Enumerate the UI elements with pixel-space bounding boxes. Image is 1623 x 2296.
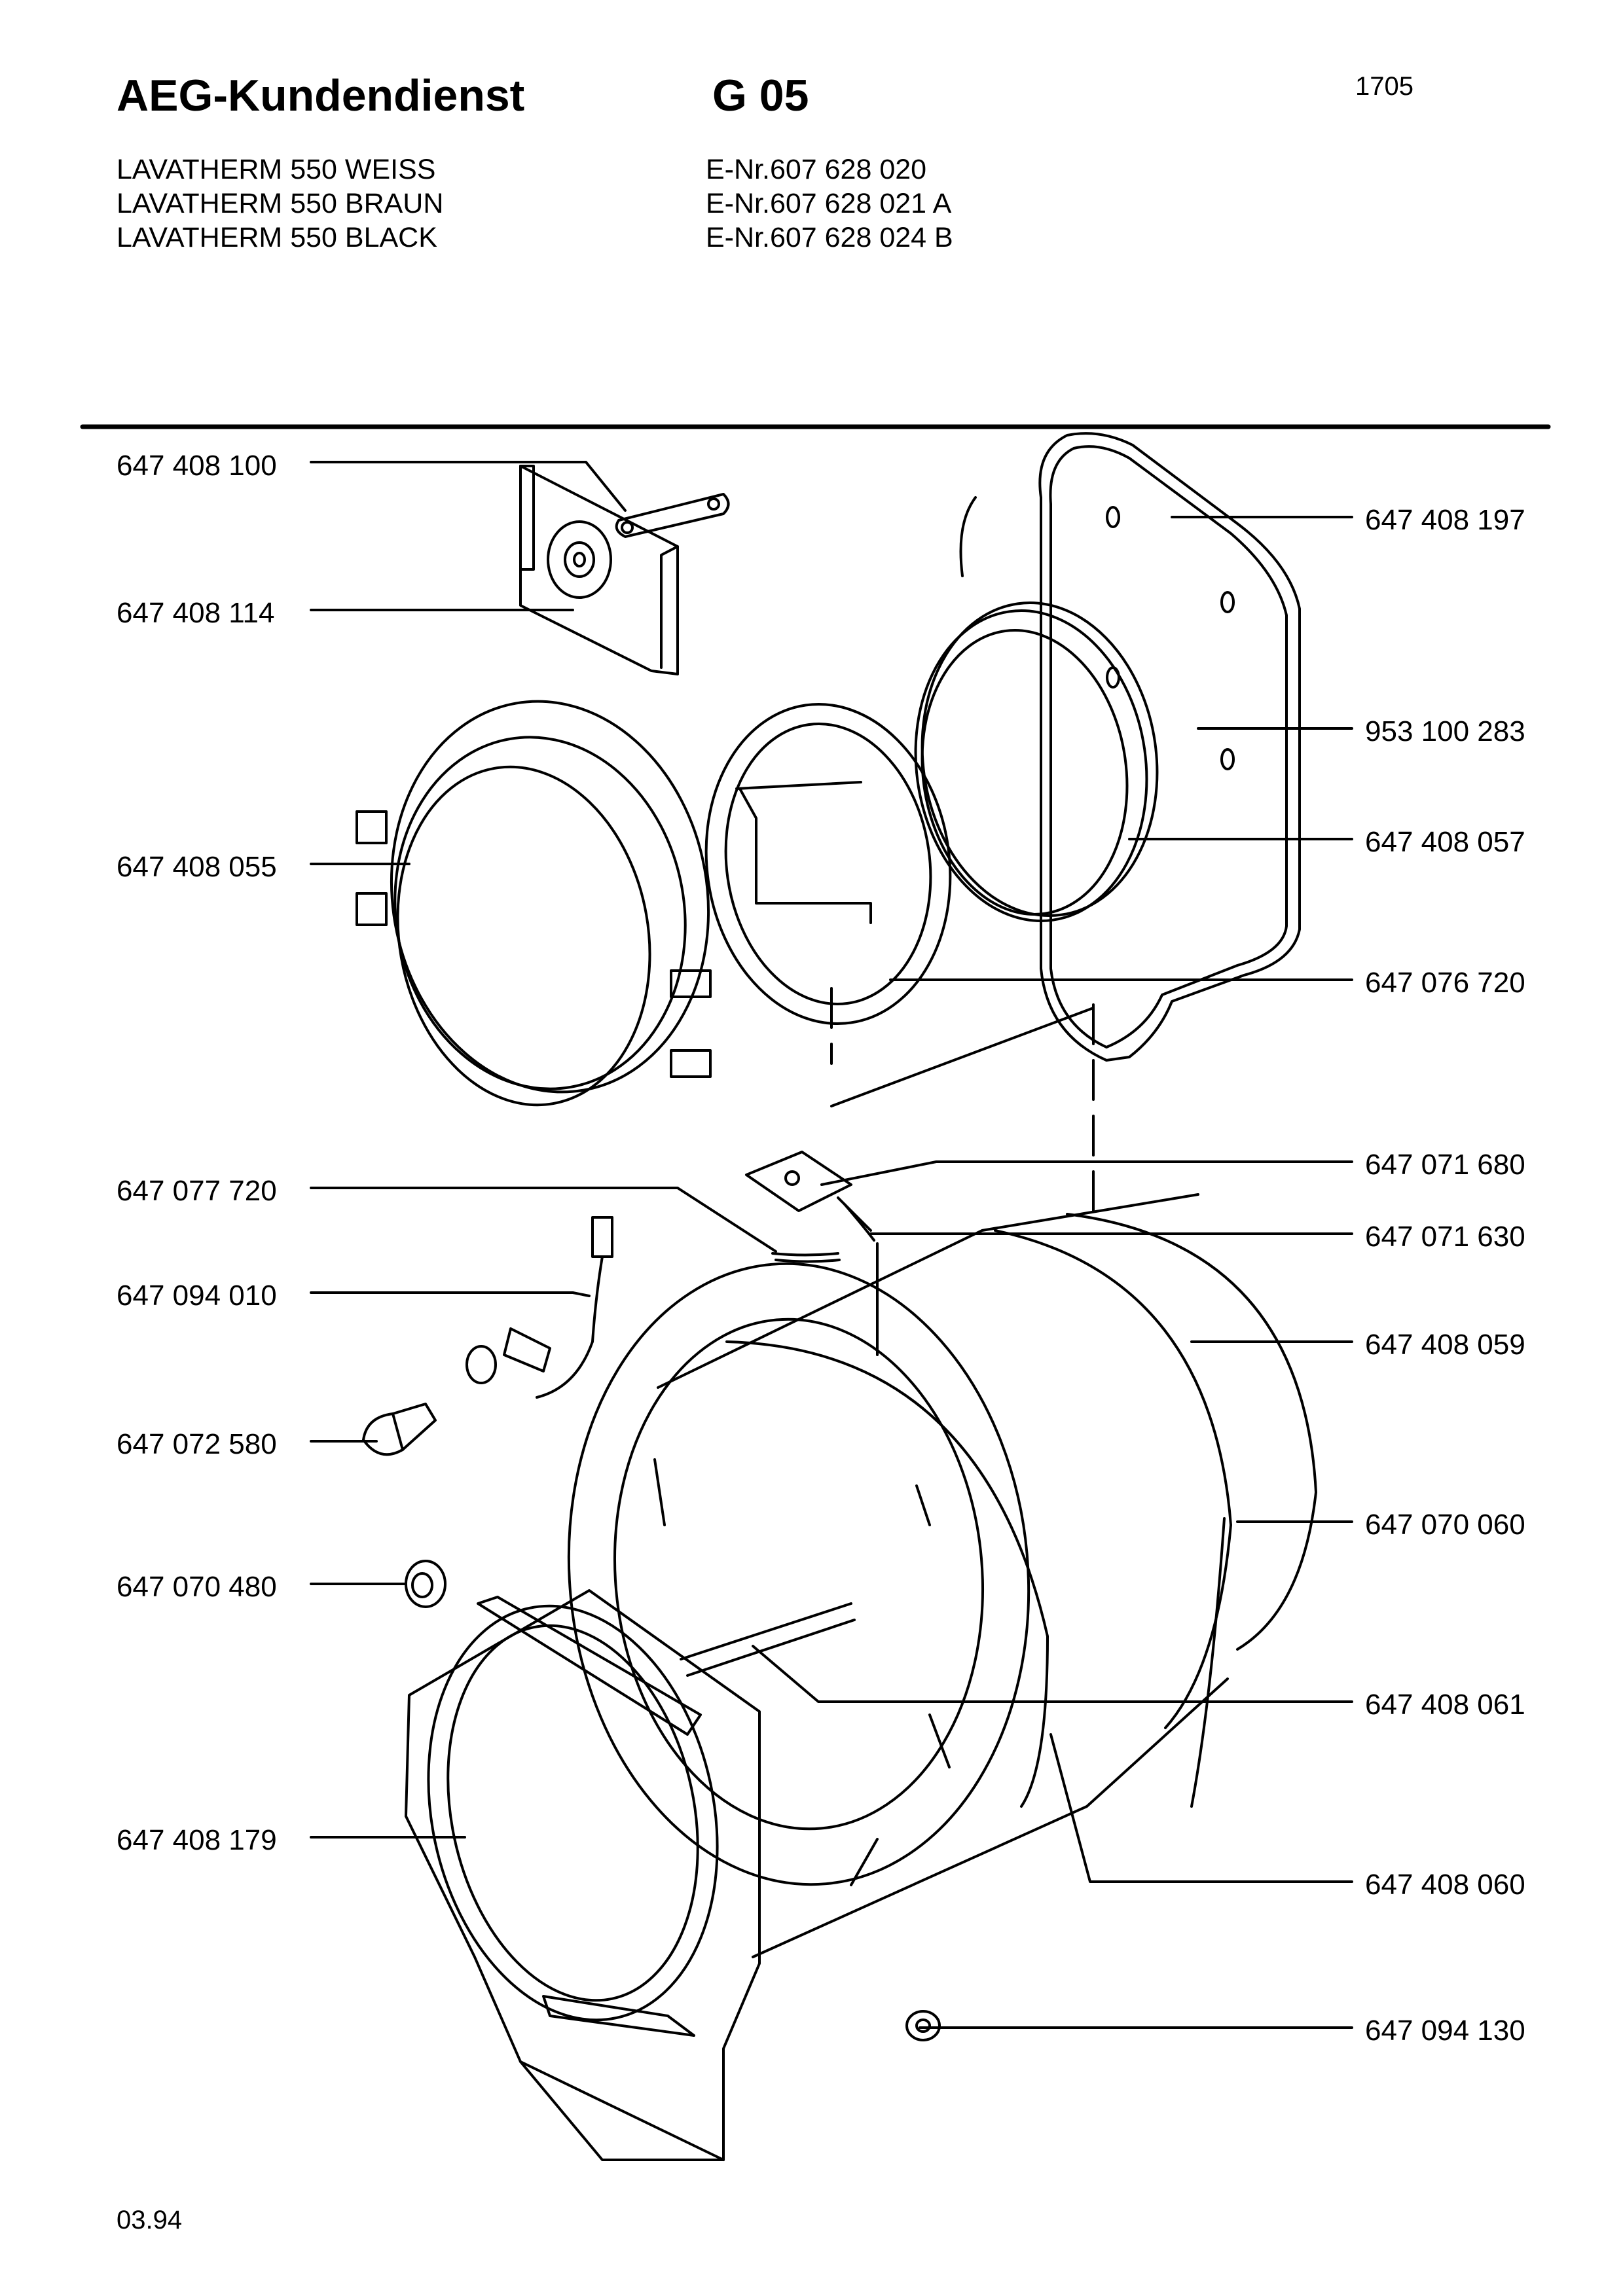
page-number: 1705 xyxy=(1355,72,1413,101)
seal-ring xyxy=(914,601,1159,922)
part-label-right-5: 647 071 680 xyxy=(1365,1149,1525,1181)
part-label-right-4: 647 076 720 xyxy=(1365,967,1525,999)
filter-ring xyxy=(704,703,1095,1107)
model-enr-1: E-Nr.607 628 020 xyxy=(706,154,927,185)
part-label-left-7: 647 070 480 xyxy=(117,1571,277,1603)
plug xyxy=(362,1403,437,1456)
part-label-right-8: 647 070 060 xyxy=(1365,1509,1525,1541)
brand-title: AEG-Kundendienst xyxy=(117,71,525,120)
part-label-right-11: 647 094 130 xyxy=(1365,2015,1525,2047)
model-enr-3: E-Nr.607 628 024 B xyxy=(706,222,953,253)
drum xyxy=(567,1193,1317,1958)
model-enr-2: E-Nr.607 628 021 A xyxy=(706,188,952,219)
part-label-right-1: 647 408 197 xyxy=(1365,504,1525,536)
front-bearing-ring xyxy=(356,700,712,1107)
part-label-right-3: 647 408 057 xyxy=(1365,826,1525,858)
part-label-right-7: 647 408 059 xyxy=(1365,1329,1525,1361)
thermostat xyxy=(745,1151,879,1356)
front-frame xyxy=(405,1589,761,2161)
group-code: G 05 xyxy=(712,71,809,120)
part-label-right-9: 647 408 061 xyxy=(1365,1689,1525,1721)
part-label-right-6: 647 071 630 xyxy=(1365,1221,1525,1253)
part-label-left-4: 647 077 720 xyxy=(117,1175,277,1207)
part-label-left-3: 647 408 055 xyxy=(117,851,277,883)
model-name-2: LAVATHERM 550 BRAUN xyxy=(117,188,444,219)
sensor-cable xyxy=(465,1216,613,1399)
footer-date: 03.94 xyxy=(117,2206,183,2234)
part-label-left-2: 647 408 114 xyxy=(117,597,275,629)
part-label-right-10: 647 408 060 xyxy=(1365,1869,1525,1901)
model-name-1: LAVATHERM 550 WEISS xyxy=(117,154,436,185)
part-label-left-8: 647 408 179 xyxy=(117,1824,277,1856)
small-sensor xyxy=(905,2010,941,2041)
knob xyxy=(405,1560,447,1608)
leader-lines-right xyxy=(752,516,1353,2029)
part-label-left-5: 647 094 010 xyxy=(117,1280,277,1312)
rear-panel-gasket xyxy=(959,432,1301,1219)
part-label-left-1: 647 408 100 xyxy=(117,450,277,482)
leader-lines-left xyxy=(310,461,777,1839)
model-name-3: LAVATHERM 550 BLACK xyxy=(117,222,437,253)
bearing-bracket xyxy=(519,465,730,675)
part-label-left-6: 647 072 580 xyxy=(117,1428,277,1460)
part-label-right-2: 953 100 283 xyxy=(1365,715,1525,747)
